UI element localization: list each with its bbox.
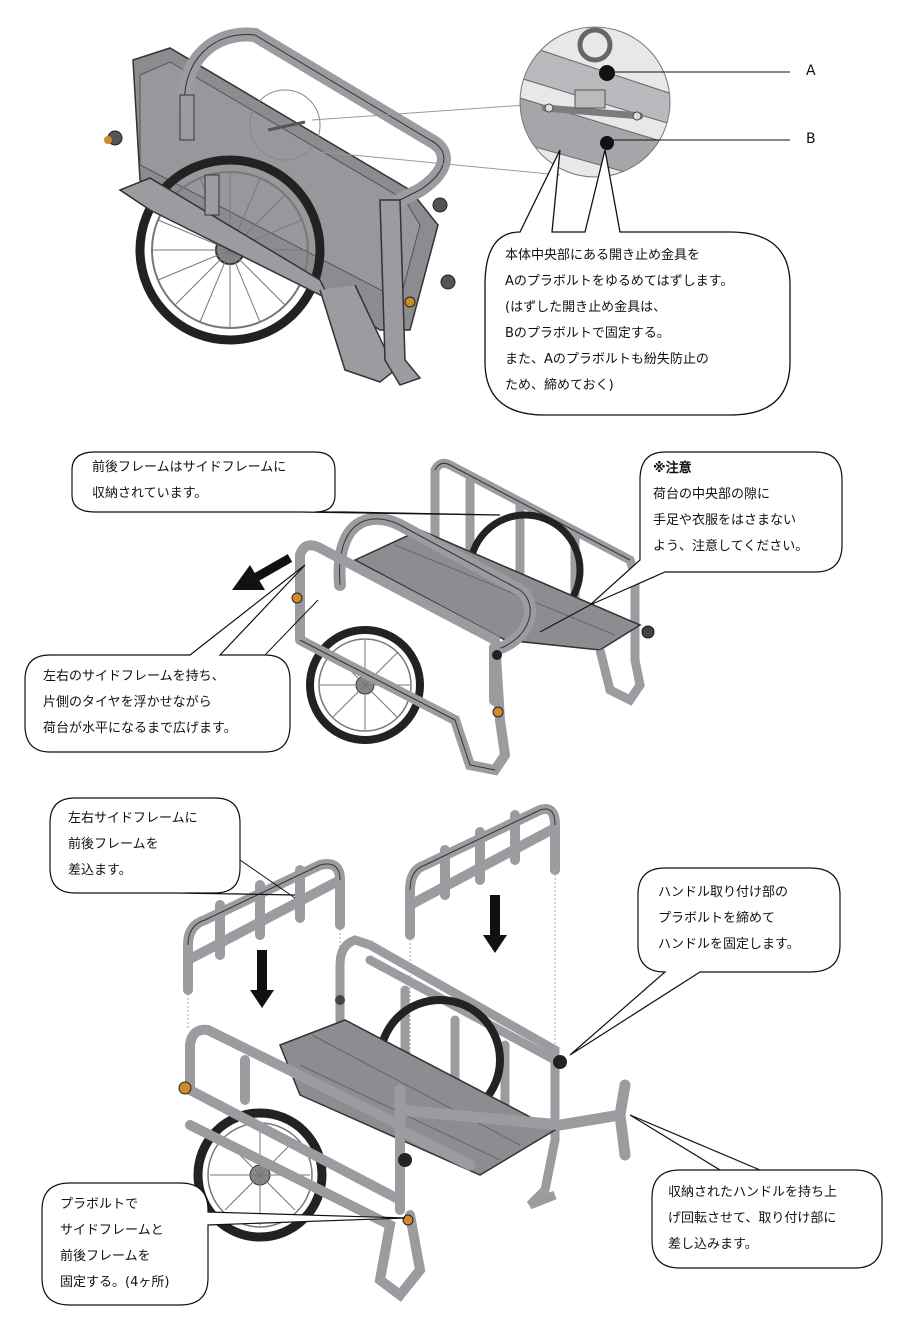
insert-text: 左右サイドフレームに 前後フレームを 差込ます。	[68, 811, 198, 878]
direction-arrow	[232, 554, 293, 590]
zoom-detail-circle	[519, 26, 671, 178]
bolt-fix-text: プラボルトで サイドフレームと 前後フレームを 固定する。(4ヶ所)	[60, 1197, 170, 1290]
caution-bubble	[589, 451, 843, 606]
spread-bubble	[24, 564, 306, 753]
handle-fix-text: ハンドル取り付け部の プラボルトを締めて ハンドルを固定します。	[658, 885, 800, 952]
caution-text: ※注意 荷台の中央部の隙に 手足や衣服をはさまない よう、注意してください。	[653, 456, 808, 560]
unfolding-cart-illustration	[291, 458, 655, 776]
folded-cart-illustration	[104, 27, 456, 386]
handle-fix-bubble	[569, 867, 841, 1056]
step1-callout-bubble	[484, 149, 791, 416]
label-a: A	[806, 63, 816, 79]
final-assembly-illustration	[178, 804, 631, 1302]
frames-note-bubble	[71, 451, 501, 516]
handle-insert-text: 収納されたハンドルを持ち上 げ回転させて、取り付け部に 差し込みます。	[668, 1185, 838, 1252]
caution-title: ※注意	[653, 461, 692, 476]
label-b: B	[806, 131, 816, 147]
frames-note-text: 前後フレームはサイドフレームに 収納されています。	[92, 460, 287, 501]
handle-insert-bubble	[629, 1114, 883, 1269]
step1-callout-text: 本体中央部にある開き止め金具を Aのプラボルトをゆるめてはずします。 (はずした…	[505, 248, 734, 393]
bolt-fix-bubble	[41, 1182, 406, 1306]
spread-text: 左右のサイドフレームを持ち、 片側のタイヤを浮かせながら 荷台が水平になるまで広…	[43, 669, 237, 736]
insert-bubble	[49, 797, 296, 896]
